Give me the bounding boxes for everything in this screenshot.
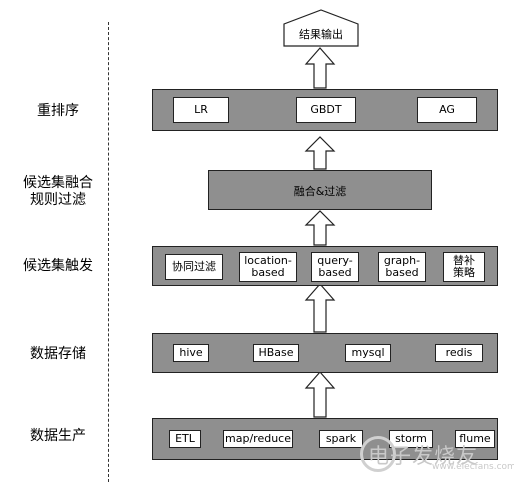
fusion-label: 融合&过滤: [293, 185, 347, 198]
divider-line: [108, 22, 109, 482]
model-box-gbdt: GBDT: [296, 97, 356, 123]
layer-label-rerank: 重排序: [37, 103, 79, 119]
production-box-mapreduce: map/reduce: [223, 430, 293, 448]
layer-label-fusion-line1: 候选集融合: [23, 175, 93, 191]
arrow-storage-to-trigger: [304, 283, 336, 333]
layer-label-fusion: 候选集融合 规则过滤: [8, 175, 108, 209]
trigger-box-location-line2: based: [251, 266, 285, 279]
trigger-box-location-line1: location-: [244, 254, 292, 267]
trigger-box-fallback: 替补 策略: [443, 252, 485, 282]
watermark-logo-icon: [360, 436, 396, 472]
trigger-box-query: query- based: [311, 252, 359, 282]
arrow-rerank-to-output: [304, 47, 336, 89]
arrow-production-to-storage: [304, 371, 336, 418]
layer-label-fusion-line2: 规则过滤: [30, 192, 86, 208]
watermark-url: www.elecfans.com: [432, 462, 514, 472]
production-box-storm: storm: [389, 430, 433, 448]
model-box-lr: LR: [173, 97, 229, 123]
trigger-box-fallback-line1: 替补: [453, 254, 475, 267]
production-box-flume: flume: [455, 430, 495, 448]
fusion-bar: 融合&过滤: [208, 170, 432, 210]
trigger-box-graph-line2: based: [385, 266, 419, 279]
trigger-box-location: location- based: [239, 252, 297, 282]
trigger-bar: 协同过滤 location- based query- based graph-…: [152, 246, 498, 286]
watermark-text: 电子发烧友: [368, 444, 478, 468]
trigger-box-collab: 协同过滤: [165, 254, 223, 280]
storage-box-mysql: mysql: [345, 344, 391, 362]
layer-label-storage: 数据存储: [30, 346, 86, 362]
output-shape: [283, 9, 359, 47]
production-box-spark: spark: [319, 430, 363, 448]
arrow-fusion-to-rerank: [304, 136, 336, 170]
storage-bar: hive HBase mysql redis: [152, 333, 498, 373]
output-label: 结果输出: [299, 28, 343, 41]
storage-box-redis: redis: [435, 344, 483, 362]
layer-label-production: 数据生产: [30, 428, 86, 444]
trigger-box-query-line2: based: [318, 266, 352, 279]
model-box-ag: AG: [417, 97, 477, 123]
storage-box-hbase: HBase: [253, 344, 299, 362]
trigger-box-collab-label: 协同过滤: [172, 260, 216, 273]
trigger-box-query-line1: query-: [317, 254, 353, 267]
production-bar: ETL map/reduce spark storm flume: [152, 418, 498, 460]
storage-box-hive: hive: [173, 344, 209, 362]
trigger-box-fallback-line2: 策略: [453, 266, 475, 279]
arrow-trigger-to-fusion: [304, 210, 336, 246]
trigger-box-graph-line1: graph-: [383, 254, 421, 267]
trigger-box-graph: graph- based: [378, 252, 426, 282]
layer-label-trigger: 候选集触发: [23, 258, 93, 274]
rerank-bar: LR GBDT AG: [152, 89, 498, 131]
production-box-etl: ETL: [169, 430, 201, 448]
